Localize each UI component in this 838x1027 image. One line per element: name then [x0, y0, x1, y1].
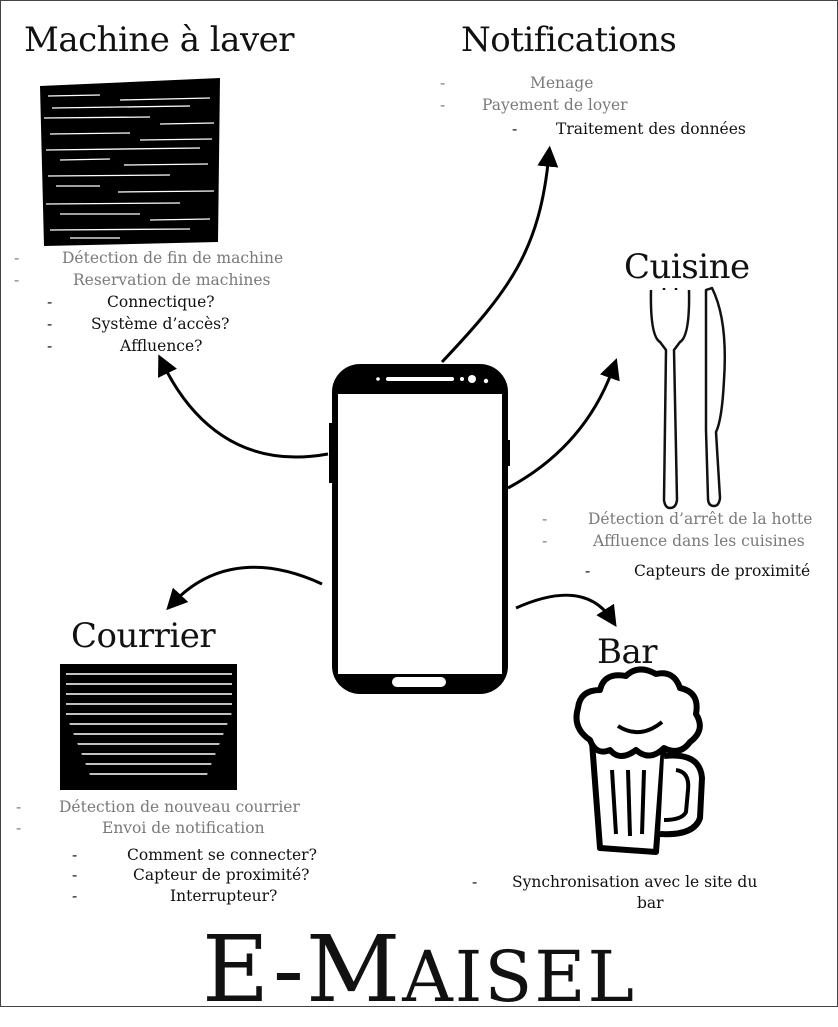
courrier-question: -Interrupteur?: [72, 887, 278, 905]
mailbox-icon: [60, 664, 237, 790]
smartphone-icon: [329, 364, 510, 694]
fork-knife-icon: [649, 286, 727, 510]
courrier-question: -Comment se connecter?: [72, 846, 317, 864]
title-notifications: Notifications: [461, 20, 677, 60]
notifications-item: -Payement de loyer: [440, 96, 628, 114]
title-bar: Bar: [597, 632, 658, 672]
machine-item: -Détection de fin de machine: [14, 249, 284, 267]
cuisine-question: -Capteurs de proximité: [585, 562, 811, 580]
machine-question: -Système d’accès?: [47, 315, 230, 333]
brand-rest: AISEL: [402, 936, 636, 1018]
title-machine: Machine à laver: [24, 20, 295, 60]
arrows: [158, 145, 620, 628]
arrow-to-notifications: [440, 145, 559, 364]
cuisine-item: -Détection d’arrêt de la hotte: [542, 510, 813, 528]
beer-mug-icon: [573, 666, 705, 855]
title-courrier: Courrier: [71, 616, 216, 656]
brand-title: E-MAISEL: [0, 920, 838, 1027]
machine-question: -Connectique?: [47, 293, 215, 311]
title-cuisine: Cuisine: [624, 247, 750, 287]
machine-item: -Reservation de machines: [14, 271, 271, 289]
courrier-item: -Détection de nouveau courrier: [16, 798, 300, 816]
bar-question: - Synchronisation avec le site du bar: [472, 873, 758, 912]
machine-question: -Affluence?: [47, 337, 203, 355]
arrow-to-courrier: [166, 565, 323, 611]
arrow-to-machine: [158, 354, 329, 459]
brand-first: E-M: [202, 916, 403, 1023]
washing-machine-icon: [40, 78, 220, 246]
arrow-to-bar: [515, 593, 617, 628]
notifications-item: -Menage: [440, 74, 594, 92]
courrier-item: -Envoi de notification: [16, 819, 265, 837]
courrier-question: -Capteur de proximité?: [72, 866, 310, 884]
notifications-question: -Traitement des données: [512, 120, 746, 138]
cuisine-item: -Affluence dans les cuisines: [542, 532, 805, 550]
arrow-to-cuisine: [507, 358, 620, 490]
